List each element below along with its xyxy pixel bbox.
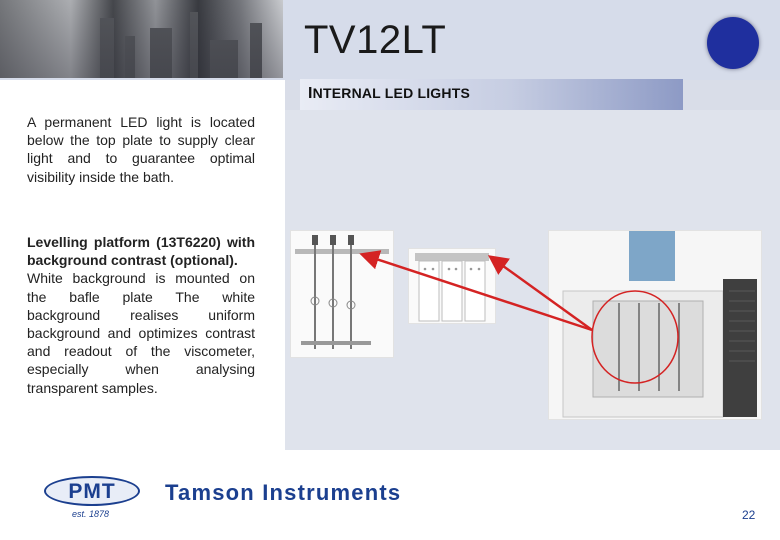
platform-heading: Levelling platform (13T6220) with backgr… [27,234,255,269]
page-number: 22 [742,508,756,522]
arrow-to-plate [487,255,593,332]
subtitle-initial: I [308,85,313,102]
decorative-circle [707,17,759,69]
pmt-logo-text: PMT [68,480,116,503]
platform-body: White background is mounted on the bafle… [27,270,255,396]
company-name: Tamson Instruments [165,480,402,505]
header-photo [0,0,283,78]
slide-title: TV12LT [304,18,447,62]
arrow-to-rack [359,250,593,332]
subtitle-rest: NTERNAL LED LIGHTS [312,85,470,101]
highlight-circle [591,290,679,384]
text-panel [0,80,285,450]
led-paragraph: A permanent LED light is located below t… [27,114,255,185]
slide-subtitle: INTERNAL LED LIGHTS [308,85,470,103]
pmt-logo: PMT [44,476,140,506]
platform-paragraph: Levelling platform (13T6220) with backgr… [27,233,255,397]
logo-established: est. 1878 [72,509,110,519]
subtitle-bar: INTERNAL LED LIGHTS [300,79,683,110]
